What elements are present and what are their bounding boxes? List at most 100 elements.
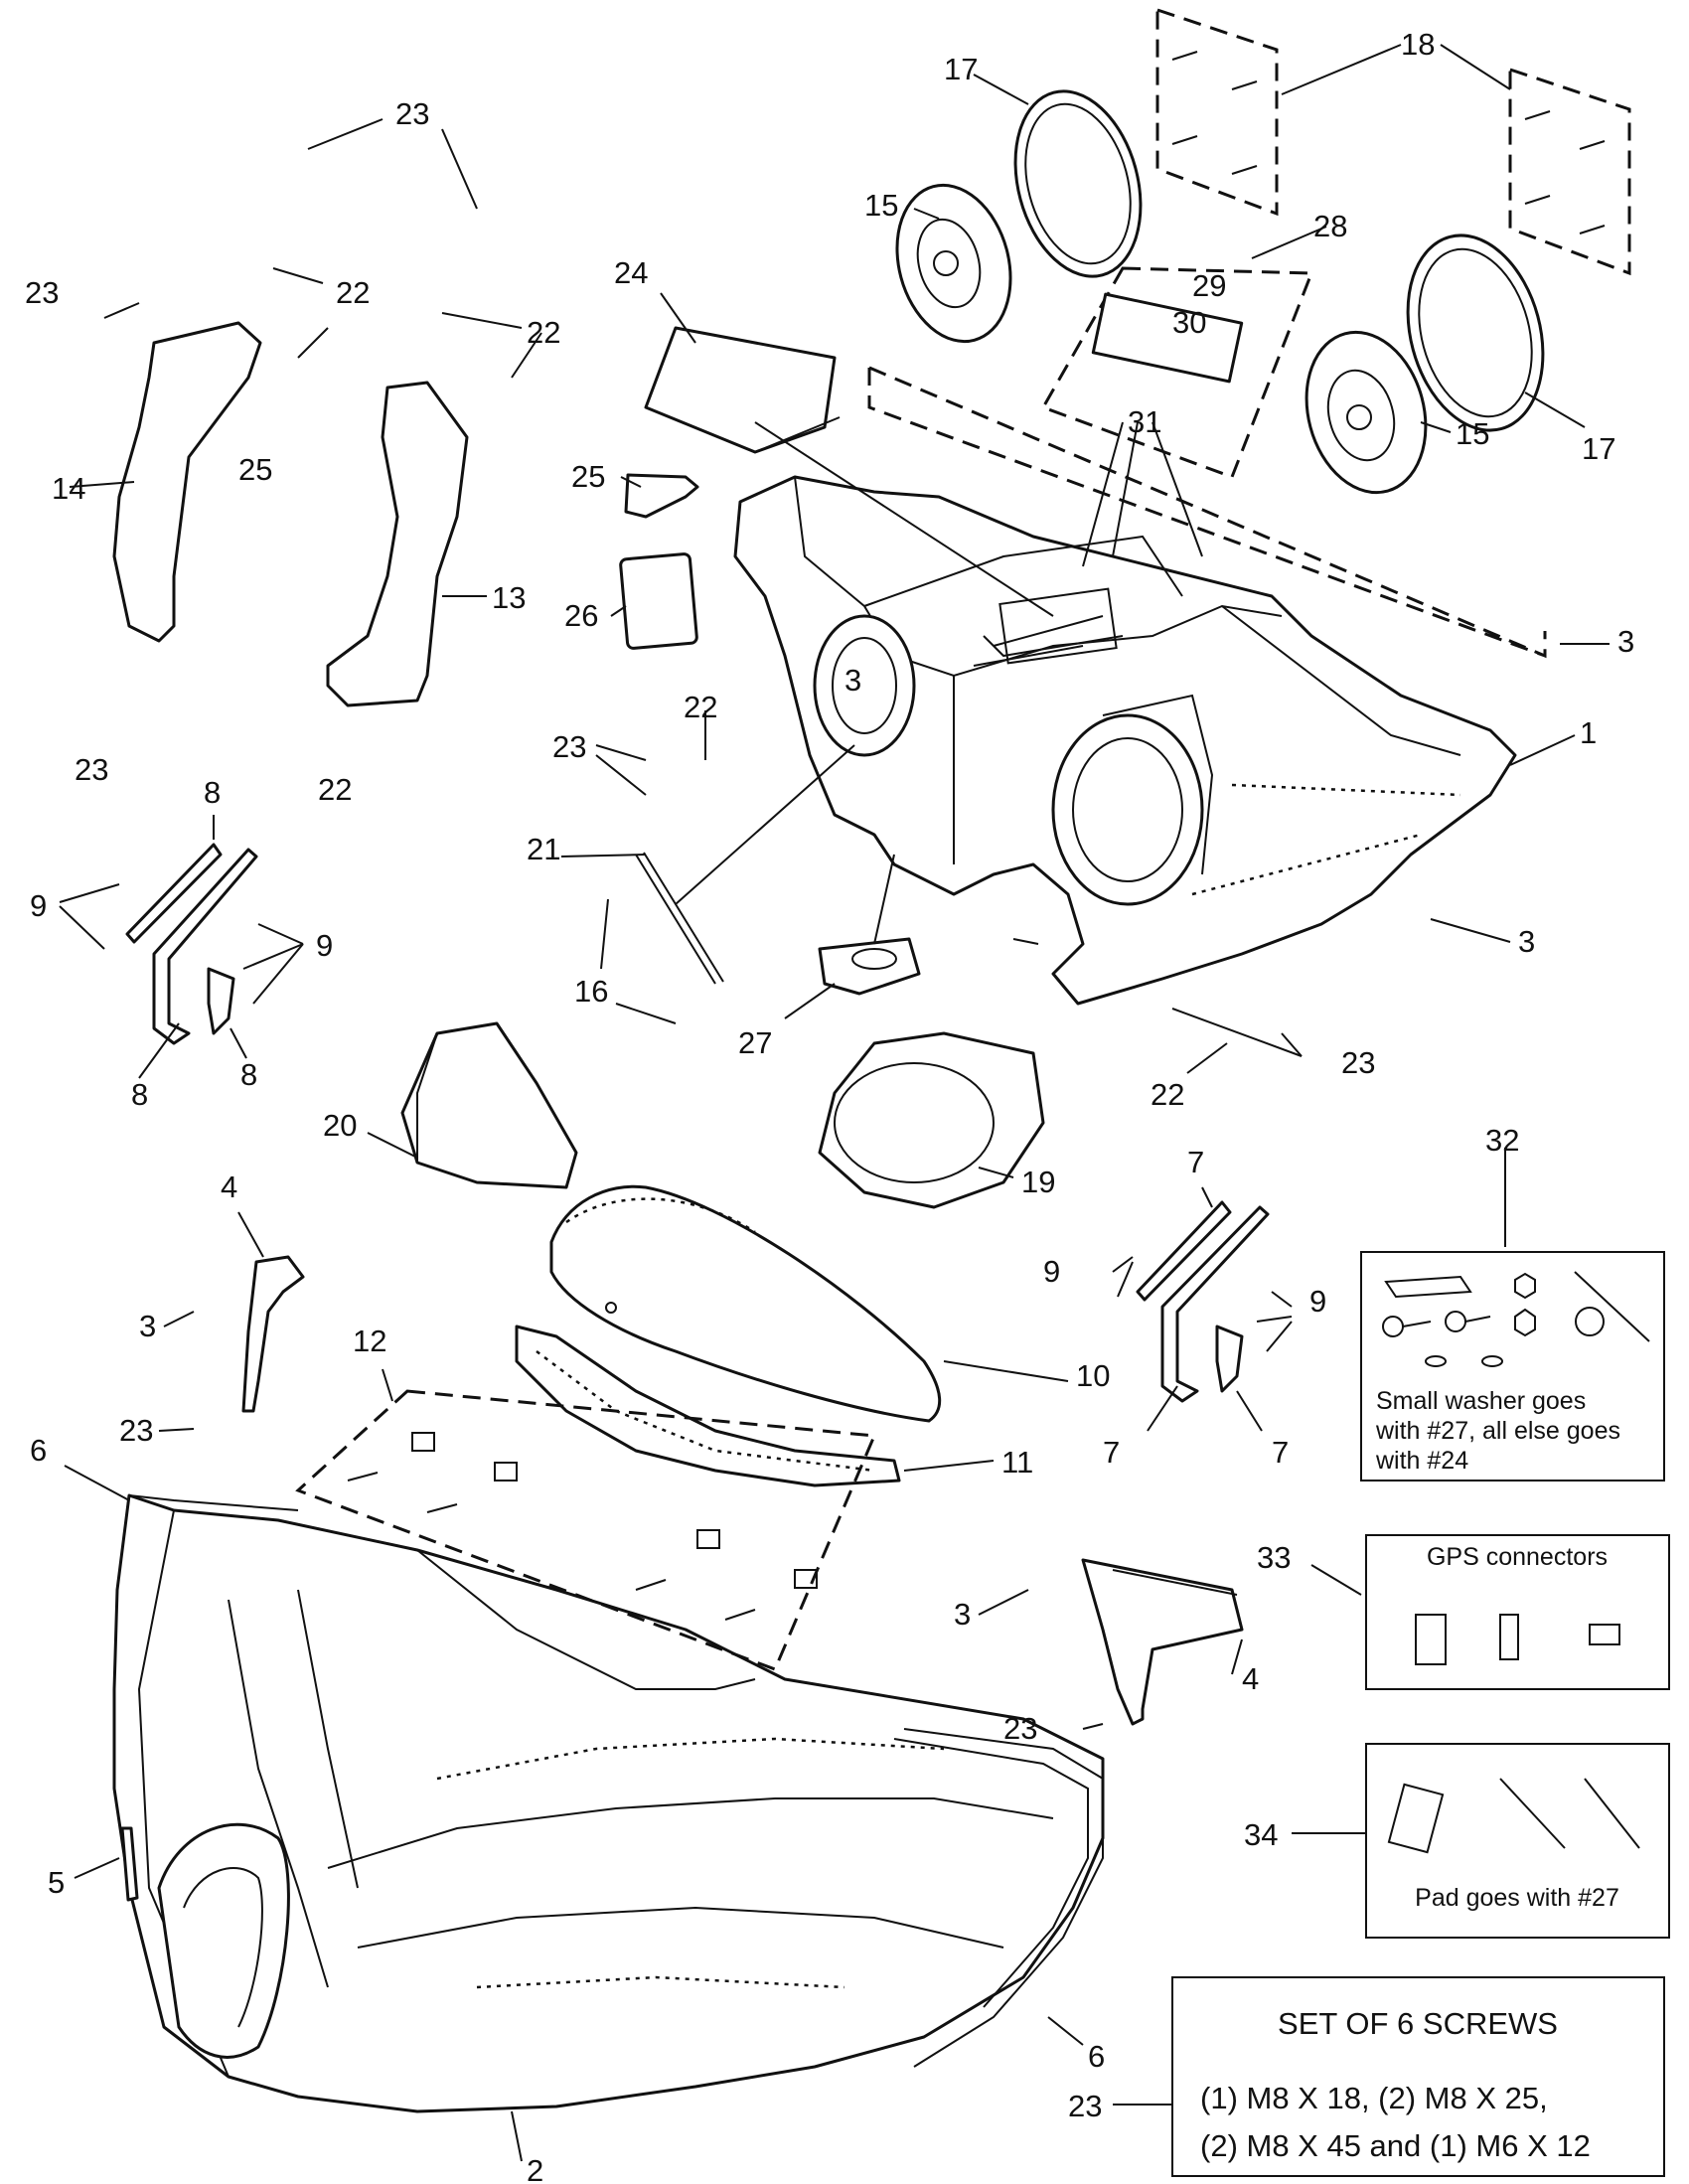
callout-22: 22 [1151, 1077, 1184, 1112]
callout-23: 23 [1068, 2089, 1102, 2123]
callout-20: 20 [323, 1108, 357, 1143]
callout-22: 22 [318, 772, 352, 807]
callout-24: 24 [614, 255, 648, 290]
callout-29: 29 [1192, 268, 1226, 303]
part-10-windshield [549, 1184, 942, 1423]
callout-2: 2 [527, 2153, 543, 2184]
callout-3: 3 [844, 663, 861, 698]
part-27-mount [818, 854, 921, 996]
callout-34: 34 [1244, 1817, 1278, 1852]
part-28-kit [1040, 266, 1314, 479]
box-33-gps [1365, 1534, 1670, 1690]
box-32-hardware [1360, 1251, 1665, 1482]
callout-31: 31 [1128, 404, 1161, 439]
callout-3: 3 [1617, 624, 1634, 659]
callout-19: 19 [1021, 1165, 1055, 1199]
callout-8: 8 [131, 1077, 148, 1112]
callout-17: 17 [944, 52, 978, 86]
callout-23: 23 [119, 1413, 153, 1448]
callout-14: 14 [52, 471, 85, 506]
callout-23: 23 [395, 96, 429, 131]
callout-22: 22 [336, 275, 370, 310]
callout-6: 6 [30, 1433, 47, 1468]
callout-30: 30 [1172, 305, 1206, 340]
part-3-screw-strip [867, 366, 1547, 659]
callout-15: 15 [1456, 416, 1489, 451]
callout-9: 9 [316, 928, 333, 963]
part-17-speaker-ring-left [1013, 89, 1143, 278]
part-6-trim-strip [128, 1494, 1104, 2068]
callout-9: 9 [1043, 1254, 1060, 1289]
callout-23: 23 [25, 275, 59, 310]
callout-13: 13 [492, 580, 526, 615]
part-17-speaker-ring-right [1406, 234, 1545, 432]
part-12-hardware-set [295, 1389, 877, 1671]
callout-4: 4 [1242, 1661, 1259, 1696]
callout-33: 33 [1257, 1540, 1291, 1575]
part-15-speaker-right [1305, 330, 1428, 495]
part-19-duct [818, 1031, 1045, 1209]
callout-1: 1 [1580, 715, 1597, 750]
part-4-bracket-right [1081, 1558, 1244, 1726]
callout-23: 23 [75, 752, 108, 787]
callout-9: 9 [30, 888, 47, 923]
part-25-bracket [624, 473, 699, 519]
part-15-speaker-left [895, 183, 1012, 344]
callout-6: 6 [1088, 2039, 1105, 2074]
callout-17: 17 [1582, 431, 1615, 466]
part-18-screw-set [1155, 7, 1631, 276]
callout-27: 27 [738, 1025, 772, 1060]
callout-12: 12 [353, 1324, 386, 1358]
part-20-duct [400, 1021, 578, 1189]
part-13-bracket [326, 381, 469, 707]
box-23-title: SET OF 6 SCREWS [1278, 2006, 1558, 2041]
part-26-plate [619, 552, 698, 650]
callout-23: 23 [1341, 1045, 1375, 1080]
part-1-inner-fairing [733, 475, 1517, 1006]
callout-10: 10 [1076, 1358, 1110, 1393]
callout-11: 11 [1001, 1445, 1033, 1480]
callout-3: 3 [139, 1309, 156, 1343]
callout-8: 8 [240, 1057, 257, 1092]
part-2-outer-fairing [112, 1493, 1105, 2113]
box-23-line-2: (2) M8 X 45 and (1) M6 X 12 [1200, 2128, 1591, 2163]
callout-23: 23 [552, 729, 586, 764]
callout-32: 32 [1485, 1123, 1519, 1158]
callout-16: 16 [574, 974, 608, 1009]
callout-3: 3 [1518, 924, 1535, 959]
callout-7: 7 [1103, 1435, 1120, 1470]
callout-21: 21 [527, 832, 560, 866]
callout-5: 5 [48, 1865, 65, 1900]
part-21-rod [635, 744, 855, 985]
part-5-clip [120, 1826, 139, 1902]
callout-22: 22 [527, 315, 560, 350]
part-4-bracket-left [241, 1255, 305, 1413]
leader-lines [59, 44, 1610, 2162]
callout-4: 4 [221, 1170, 237, 1204]
callout-7: 7 [1272, 1435, 1289, 1470]
box-34-caption: Pad goes with #27 [1415, 1884, 1619, 1912]
box-34-pad [1365, 1743, 1670, 1939]
part-14-bracket [112, 321, 262, 643]
callout-7: 7 [1187, 1145, 1204, 1179]
callout-26: 26 [564, 598, 598, 633]
box-32-line-3: with #24 [1375, 1447, 1468, 1475]
box-32-line-1: Small washer goes [1376, 1387, 1586, 1415]
part-24-cover [644, 326, 1054, 617]
box-33-title: GPS connectors [1427, 1543, 1608, 1571]
callout-25: 25 [238, 452, 272, 487]
callout-18: 18 [1401, 27, 1435, 62]
callout-25: 25 [571, 459, 605, 494]
callout-labels: 23 23 22 22 25 14 13 23 22 17 18 15 28 2… [25, 27, 1634, 2184]
callout-3: 3 [954, 1597, 971, 1632]
part-7-hinge-right [1136, 1200, 1270, 1403]
callout-15: 15 [864, 188, 898, 223]
box-texts: Small washer goes with #27, all else goe… [1200, 1387, 1620, 2163]
callout-23: 23 [1003, 1711, 1037, 1746]
box-23-screws [1171, 1976, 1665, 2177]
callout-8: 8 [204, 775, 221, 810]
callout-9: 9 [1309, 1284, 1326, 1319]
box-23-line-1: (1) M8 X 18, (2) M8 X 25, [1200, 2081, 1548, 2115]
callout-22: 22 [684, 690, 717, 724]
